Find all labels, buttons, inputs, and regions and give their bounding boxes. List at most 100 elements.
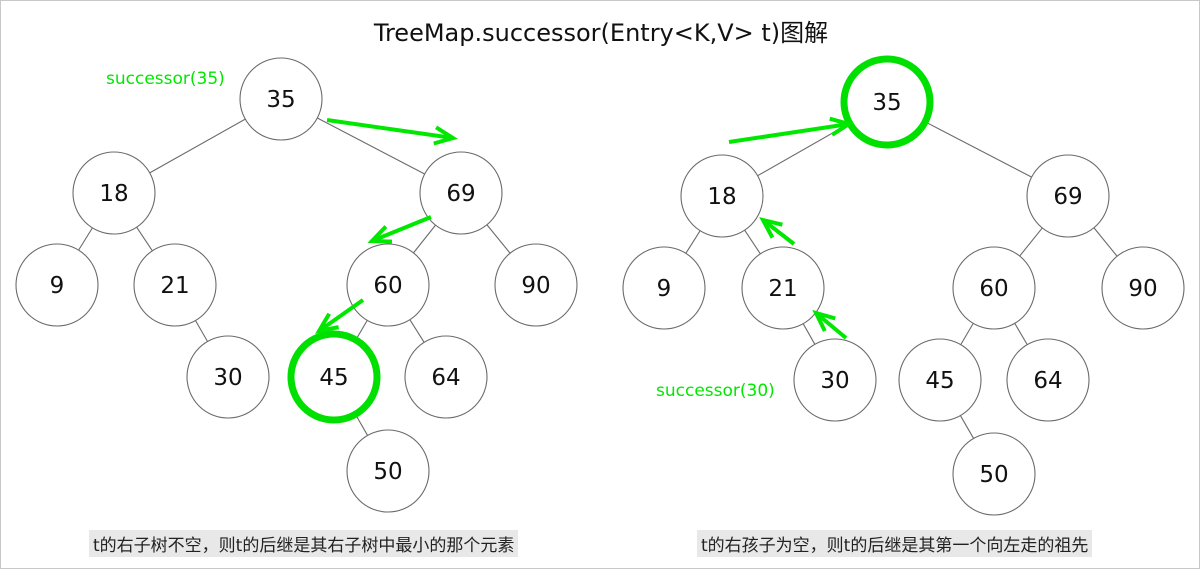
node-circle[interactable] [952, 432, 1036, 516]
arrow-group [728, 116, 854, 340]
node-label: 9 [50, 273, 65, 299]
node-label: 90 [521, 273, 550, 299]
tree-node-69[interactable]: 69 [419, 151, 503, 235]
tree-edge-18-9 [685, 230, 701, 254]
tree-edge-60-45 [960, 323, 974, 345]
arrow-head-icon [314, 312, 340, 334]
tree-edge-35-69 [924, 121, 1032, 178]
node-label: 45 [925, 368, 954, 394]
page-title: TreeMap.successor(Entry<K,V> t)图解 [373, 19, 829, 47]
node-circle[interactable] [793, 338, 877, 422]
tree-edge-18-21 [136, 226, 153, 252]
tree-node-50[interactable]: 50 [346, 429, 430, 513]
arrow-head-icon [367, 225, 393, 244]
tree-node-45[interactable]: 45 [898, 338, 982, 422]
node-circle[interactable] [680, 154, 764, 238]
node-label: 60 [373, 273, 402, 299]
arrow-shaft [814, 311, 848, 340]
node-circle-highlighted[interactable] [840, 55, 934, 149]
tree-node-18[interactable]: 18 [680, 154, 764, 238]
node-circle[interactable] [898, 338, 982, 422]
tree-node-9[interactable]: 9 [622, 246, 706, 330]
arrow-head-icon [812, 309, 836, 332]
arrow-shaft [761, 218, 796, 246]
arrow-shaft [326, 118, 454, 140]
tree-node-18[interactable]: 18 [72, 151, 156, 235]
node-label: 50 [373, 459, 402, 485]
node-circle[interactable] [952, 246, 1036, 330]
node-circle[interactable] [72, 151, 156, 235]
tree-node-35[interactable]: 35 [239, 57, 323, 141]
node-label: 69 [446, 181, 475, 207]
node-circle[interactable] [404, 335, 488, 419]
node-circle[interactable] [133, 243, 217, 327]
tree-left-case: 35 18 69 9 21 60 90 30 45 64 50 [15, 57, 578, 513]
arrow-head-icon [759, 216, 783, 239]
tree-edge-60-45 [355, 320, 368, 341]
arrow-60-to-45 [314, 298, 365, 334]
tree-node-60[interactable]: 60 [346, 243, 430, 327]
node-circle[interactable] [239, 57, 323, 141]
node-label: 69 [1053, 184, 1082, 210]
tree-edge-35-69 [317, 117, 425, 175]
tree-edge-69-60 [413, 224, 436, 254]
arrow-group [314, 118, 458, 334]
node-label: 21 [768, 276, 797, 302]
node-label: 18 [707, 184, 736, 210]
node-label: 18 [99, 181, 128, 207]
tree-node-45[interactable]: 45 [287, 330, 381, 424]
node-label: 60 [979, 276, 1008, 302]
tree-edge-69-90 [486, 224, 511, 254]
tree-node-69[interactable]: 69 [1026, 154, 1110, 238]
arrow-69-to-60 [367, 215, 432, 244]
caption-left-case: t的右子树不空，则t的后继是其右子树中最小的那个元素 [89, 530, 519, 557]
node-circle[interactable] [346, 243, 430, 327]
tree-node-64[interactable]: 64 [1006, 338, 1090, 422]
node-circle[interactable] [622, 246, 706, 330]
arrow-shaft [317, 298, 365, 333]
node-circle[interactable] [1101, 246, 1185, 330]
tree-node-21[interactable]: 21 [741, 246, 825, 330]
node-circle[interactable] [419, 151, 503, 235]
node-circle[interactable] [741, 246, 825, 330]
node-label: 21 [160, 273, 189, 299]
tree-edge-18-9 [78, 227, 93, 251]
tree-edge-69-60 [1019, 227, 1043, 257]
node-circle[interactable] [1026, 154, 1110, 238]
tree-node-90[interactable]: 90 [1101, 246, 1185, 330]
node-label: 64 [1033, 368, 1062, 394]
node-circle[interactable] [346, 429, 430, 513]
node-label: 9 [657, 276, 672, 302]
successor-annotation-left-case: successor(35) [106, 69, 225, 89]
tree-edge-18-21 [744, 229, 761, 255]
node-group: 35 18 69 9 21 60 90 30 45 64 50 [15, 57, 578, 513]
tree-node-21[interactable]: 21 [133, 243, 217, 327]
node-label: 64 [431, 365, 460, 391]
node-label: 30 [213, 365, 242, 391]
tree-node-50[interactable]: 50 [952, 432, 1036, 516]
node-label: 50 [979, 462, 1008, 488]
node-circle[interactable] [494, 243, 578, 327]
node-label: 90 [1128, 276, 1157, 302]
caption-right-case: t的右孩子为空，则t的后继是其第一个向左走的祖先 [697, 530, 1093, 557]
arrow-35-to-right [326, 118, 458, 146]
node-circle[interactable] [186, 335, 270, 419]
tree-node-90[interactable]: 90 [494, 243, 578, 327]
arrow-21-to-18 [759, 216, 796, 246]
node-circle[interactable] [1006, 338, 1090, 422]
tree-node-30[interactable]: 30 [793, 338, 877, 422]
tree-node-30[interactable]: 30 [186, 335, 270, 419]
tree-node-64[interactable]: 64 [404, 335, 488, 419]
node-circle-highlighted[interactable] [287, 330, 381, 424]
node-label: 35 [266, 87, 295, 113]
arrow-shaft [371, 215, 432, 243]
node-label: 35 [872, 90, 901, 116]
tree-node-35[interactable]: 35 [840, 55, 934, 149]
tree-edge-45-50 [354, 414, 369, 436]
arrow-head-icon [433, 125, 458, 146]
node-circle[interactable] [15, 243, 99, 327]
tree-edge-69-90 [1093, 227, 1118, 257]
tree-node-9[interactable]: 9 [15, 243, 99, 327]
tree-node-60[interactable]: 60 [952, 246, 1036, 330]
